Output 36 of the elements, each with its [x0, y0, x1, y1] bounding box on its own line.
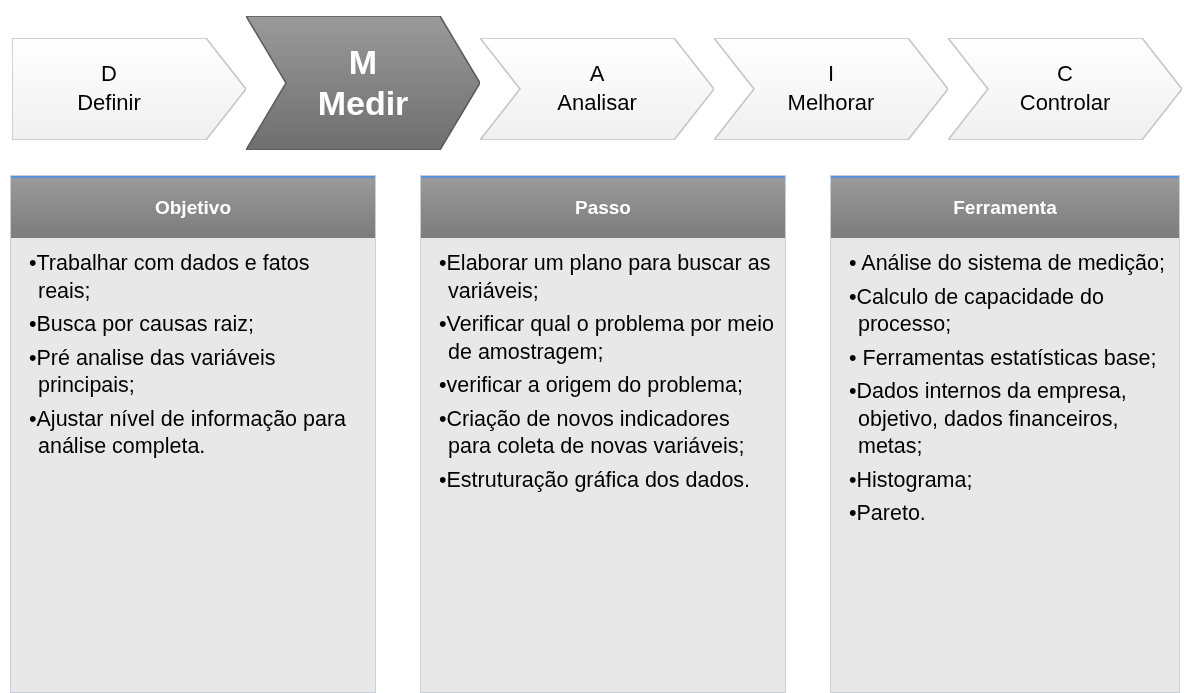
- bullet-item: •Estruturação gráfica dos dados.: [439, 466, 752, 494]
- column-header: Passo: [421, 176, 785, 238]
- stage-letter: A: [589, 60, 605, 89]
- bullet-item: •Criação de novos indicadores para coleta de novas variáveis;: [439, 405, 746, 461]
- bullet-item: •Pré analise das variáveis principais;: [29, 344, 277, 400]
- bullet-item: •Dados internos da empresa, objetivo, dados financeiros, metas;: [849, 378, 1128, 461]
- process-step: [714, 38, 948, 140]
- stage-letter: I: [827, 60, 835, 89]
- column-panel: [420, 175, 786, 693]
- bullet-item: •Histograma;: [849, 466, 974, 494]
- stage-name: Analisar: [557, 89, 637, 117]
- process-step: [12, 38, 246, 140]
- stage-letter: M: [348, 42, 378, 83]
- column-panel: [10, 175, 376, 693]
- process-step: [246, 16, 480, 150]
- stage-letter: C: [1057, 60, 1073, 89]
- bullet-item: •Trabalhar com dados e fatos reais;: [29, 250, 311, 305]
- process-step: [948, 38, 1182, 140]
- stage-name: Melhorar: [787, 89, 875, 117]
- bullet-item: •Elaborar um plano para buscar as variáveis;: [439, 250, 772, 305]
- bullet-item: • Análise do sistema de medição;: [849, 250, 1166, 277]
- bullet-item: •Calculo de capacidade do processo;: [849, 283, 1105, 339]
- stage-name: Controlar: [1019, 89, 1111, 117]
- column-panel: [830, 175, 1180, 693]
- bullet-item: •verificar a origem do problema;: [439, 372, 744, 400]
- column-header: Ferramenta: [831, 176, 1179, 238]
- bullet-item: •Verificar qual o problema por meio de amostragem;: [439, 311, 775, 366]
- bullet-item: •Pareto.: [849, 500, 927, 528]
- bullet-item: • Ferramentas estatísticas base;: [849, 344, 1158, 372]
- bullet-item: •Busca por causas raiz;: [29, 311, 255, 339]
- bullet-item: •Ajustar nível de informação para análise completa.: [29, 405, 348, 461]
- stage-letter: D: [101, 60, 117, 89]
- process-step: [480, 38, 714, 140]
- stage-name: Definir: [77, 89, 141, 117]
- column-header: Objetivo: [11, 176, 375, 238]
- stage-name: Medir: [317, 83, 409, 124]
